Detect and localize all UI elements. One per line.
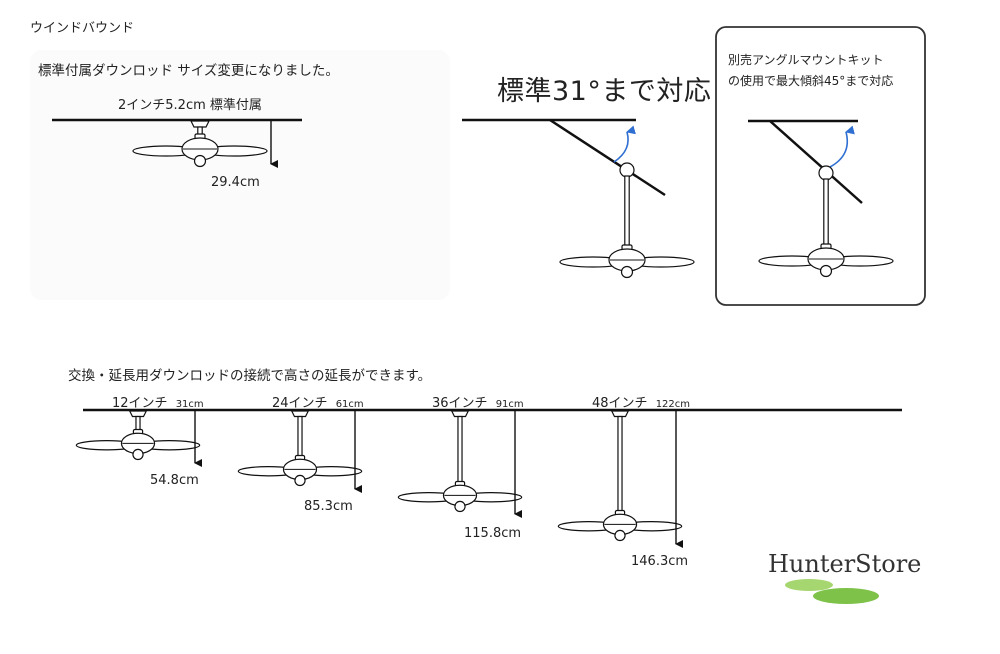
fan-ball-joint (619, 162, 635, 178)
slope-heading: 標準31°まで対応 (497, 76, 712, 107)
fan-canopy (190, 120, 210, 128)
extension-fan-36 (397, 410, 523, 513)
logo-ellipse-top (785, 579, 833, 591)
rod-length-cm: 31cm (175, 399, 204, 410)
kit-fan-diagram (748, 119, 894, 278)
rod-length-inches: 48インチ (592, 396, 648, 411)
kit-line-1: 別売アングルマウントキット (728, 53, 884, 67)
fan-light-cap (193, 154, 207, 168)
fan-light-cap (819, 264, 833, 278)
extension-fan-48 (557, 410, 683, 542)
rod-label-48: 48インチ 122cm (592, 392, 690, 411)
kit-fan (758, 165, 894, 278)
standard-rod-label: 2インチ5.2cm 標準付属 (118, 98, 262, 113)
kit-box (715, 26, 926, 306)
rod-length-cm: 122cm (655, 399, 691, 410)
logo-ellipse-bottom (813, 588, 879, 604)
standard-panel (30, 50, 450, 300)
fan-canopy (128, 410, 148, 418)
fan-ball-joint (818, 165, 834, 181)
fan-light-cap (294, 474, 306, 487)
standard-fan (132, 120, 268, 168)
rod-length-cm: 61cm (335, 399, 364, 410)
standard-measure-label: 29.4cm (211, 175, 260, 190)
extension-diagram (75, 408, 902, 548)
fan-downrod (617, 415, 623, 513)
fan-downrod (823, 178, 829, 246)
fan-downrod (135, 415, 141, 432)
fan-canopy (290, 410, 310, 418)
slope-fan (559, 162, 695, 279)
rod-length-cm: 91cm (495, 399, 524, 410)
fan-downrod (624, 175, 630, 247)
hunterstore-logo-mark (785, 579, 879, 604)
fan-light-cap (454, 500, 466, 513)
fan-downrod (297, 415, 303, 458)
fan-light-cap (614, 529, 626, 542)
extension-heading: 交換・延長用ダウンロッドの接続で高さの延長ができます。 (68, 368, 432, 384)
fan-canopy (450, 410, 470, 418)
rod-length-inches: 24インチ (272, 396, 328, 411)
fan-light-cap (620, 265, 634, 279)
measure-label-12: 54.8cm (150, 473, 199, 488)
rod-length-inches: 12インチ (112, 396, 168, 411)
kit-angle-line (769, 120, 863, 204)
measure-label-24: 85.3cm (304, 499, 353, 514)
measure-label-36: 115.8cm (464, 526, 522, 541)
rod-label-36: 36インチ 91cm (432, 392, 524, 411)
slope-angle-line (549, 118, 666, 197)
measure-label-48: 146.3cm (631, 554, 689, 569)
extension-fan-24 (237, 410, 363, 487)
hunterstore-logo-text: HunterStore (768, 550, 922, 578)
kit-line-2: の使用で最大傾斜45°まで対応 (728, 74, 894, 88)
slope-rotate-arrow (613, 125, 636, 163)
rod-label-24: 24インチ 61cm (272, 392, 364, 411)
extension-fan-12 (75, 410, 201, 461)
fan-downrod (457, 415, 463, 484)
fan-canopy (610, 410, 630, 418)
brand-caption: ウインドバウンド (30, 21, 135, 36)
standard-fan-diagram (52, 118, 302, 168)
rod-label-12: 12インチ 31cm (112, 392, 204, 411)
standard-heading: 標準付属ダウンロッド サイズ変更になりました。 (38, 63, 339, 79)
slope-fan-diagram (462, 118, 695, 279)
rod-length-inches: 36インチ (432, 396, 488, 411)
kit-rotate-arrow (829, 125, 855, 168)
fan-light-cap (132, 448, 144, 461)
